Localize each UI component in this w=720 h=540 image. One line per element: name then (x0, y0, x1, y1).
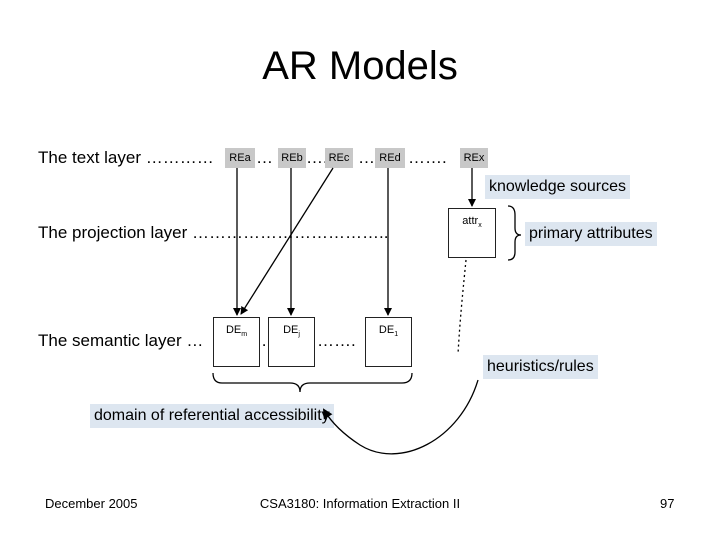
text-layer-label: The text layer ………… (38, 148, 214, 167)
heuristics-dotted-link (457, 259, 467, 355)
attr-subscript: x (478, 222, 482, 230)
heuristics-to-domain-arrow (322, 379, 479, 455)
de-m-subscript: m (241, 331, 248, 339)
re-a: REa (225, 148, 255, 168)
de-j-subscript: j (298, 331, 300, 339)
de-m-box: DEm (213, 317, 260, 367)
re-d: REd (375, 148, 405, 168)
attr-label: attr (462, 215, 479, 227)
primary-attributes-brace (507, 205, 522, 261)
primary-attributes-tag: primary attributes (525, 222, 657, 246)
de-j-label: DE (283, 324, 299, 336)
de-j-box: DEj (268, 317, 315, 367)
heuristics-rules-tag: heuristics/rules (483, 355, 598, 379)
attr-x-box: attrx (448, 208, 496, 258)
text-layer-dots-4: ……. (408, 148, 447, 167)
re-b: REb (278, 148, 306, 168)
re-c: REc (325, 148, 353, 168)
de-1-label: DE (378, 324, 395, 336)
knowledge-sources-tag: knowledge sources (485, 175, 630, 199)
footer-course: CSA3180: Information Extraction II (259, 496, 461, 511)
text-layer-dots-1: … (256, 148, 273, 167)
arrow-rec-to-dem (240, 167, 334, 315)
slide-title: AR Models (262, 44, 458, 88)
re-x: REx (460, 148, 488, 168)
projection-layer-label: The projection layer …………………………….. (38, 223, 389, 242)
de-1-subscript: 1 (394, 331, 399, 339)
domain-brace (212, 372, 413, 393)
domain-tag: domain of referential accessibility (90, 404, 334, 428)
semantic-layer-label: The semantic layer … (38, 331, 204, 350)
de-1-box: DE1 (365, 317, 412, 367)
semantic-dots-b: ……. (317, 331, 356, 350)
de-m-label: DE (225, 324, 242, 336)
footer-date: December 2005 (45, 496, 138, 511)
text-layer-dots-2: …. (306, 148, 328, 167)
text-layer-dots-3: … (358, 148, 375, 167)
footer-page-number: 97 (660, 496, 675, 511)
